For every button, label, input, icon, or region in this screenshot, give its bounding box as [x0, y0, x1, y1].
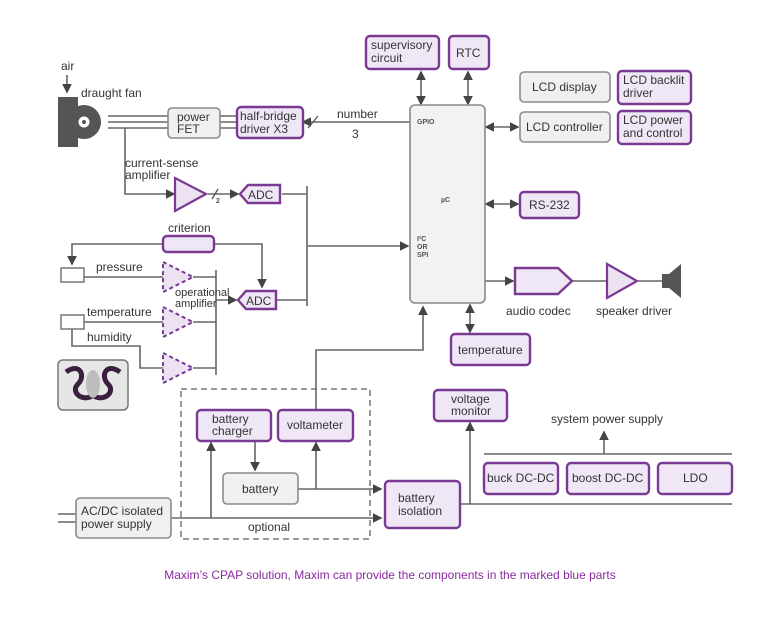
- opamp-humidity[interactable]: [162, 351, 196, 385]
- lcd-display-block[interactable]: LCD display: [519, 71, 611, 103]
- speaker-driver-label: speaker driver: [596, 304, 672, 318]
- uc-label: µC: [441, 197, 450, 204]
- battery-charger-block[interactable]: battery charger: [195, 408, 273, 443]
- current-sense-amplifier[interactable]: [173, 176, 209, 213]
- svg-text:temperature: temperature: [458, 343, 523, 357]
- draught-fan-label: draught fan: [81, 86, 142, 100]
- half-bridge-driver-block[interactable]: half-bridge driver X3: [235, 105, 305, 140]
- buck-dcdc-block[interactable]: buck DC-DC: [482, 461, 560, 496]
- number-value: 3: [352, 127, 359, 141]
- battery-isolation-block[interactable]: battery isolation: [383, 479, 462, 530]
- humidity-label: humidity: [87, 330, 132, 344]
- svg-text:LDO: LDO: [683, 471, 708, 485]
- opamp-temperature[interactable]: [162, 305, 196, 339]
- number-label: number: [337, 107, 378, 121]
- criterion-label: criterion: [168, 221, 211, 235]
- gpio-label: GPIO: [417, 119, 435, 126]
- adc-block-1[interactable]: ADC: [238, 183, 282, 205]
- svg-text:power supply: power supply: [81, 517, 152, 531]
- figure-caption: Maxim’s CPAP solution, Maxim can provide…: [164, 568, 616, 582]
- draught-fan-icon: [58, 97, 101, 147]
- svg-text:voltage: voltage: [451, 392, 490, 406]
- lcd-backlit-driver-block[interactable]: LCD backlit driver: [616, 69, 693, 106]
- svg-text:driver X3: driver X3: [240, 122, 288, 136]
- svg-text:power: power: [177, 110, 210, 124]
- opamp-label-1: operational: [175, 287, 229, 299]
- svg-text:circuit: circuit: [371, 51, 403, 65]
- temperature-block[interactable]: temperature: [449, 332, 532, 367]
- temp-humidity-sensor: [60, 314, 85, 330]
- rs232-block[interactable]: RS-232: [518, 190, 581, 220]
- battery-block[interactable]: battery: [222, 472, 299, 505]
- opamp-pressure[interactable]: [162, 260, 196, 294]
- svg-text:FET: FET: [177, 122, 200, 136]
- boost-dcdc-block[interactable]: boost DC-DC: [565, 461, 651, 496]
- svg-text:AC/DC isolated: AC/DC isolated: [81, 504, 163, 518]
- rtc-block[interactable]: RTC: [447, 34, 491, 71]
- svg-text:ADC: ADC: [246, 294, 272, 308]
- power-fet-block[interactable]: power FET: [167, 107, 221, 139]
- cpap-mask-image: [57, 359, 129, 411]
- lcd-controller-block[interactable]: LCD controller: [519, 111, 611, 143]
- voltage-monitor-block[interactable]: voltage monitor: [432, 388, 509, 423]
- svg-text:ADC: ADC: [248, 188, 274, 202]
- acdc-power-supply-block[interactable]: AC/DC isolated power supply: [75, 497, 172, 539]
- adc-block-2[interactable]: ADC: [236, 289, 278, 311]
- opamp-label-2: amplifier: [175, 298, 217, 310]
- svg-text:monitor: monitor: [451, 404, 491, 418]
- svg-text:and control: and control: [623, 126, 682, 140]
- i2c-label: I²C: [417, 236, 426, 243]
- svg-text:LCD backlit: LCD backlit: [623, 73, 685, 87]
- svg-text:RS-232: RS-232: [529, 198, 570, 212]
- pressure-sensor: [60, 267, 85, 283]
- temperature-sensor-label: temperature: [87, 305, 152, 319]
- microcontroller[interactable]: [409, 104, 486, 304]
- speaker-icon: [662, 264, 681, 298]
- bus-width-label: 2: [216, 198, 220, 205]
- svg-text:RTC: RTC: [456, 46, 481, 60]
- svg-text:battery: battery: [398, 491, 435, 505]
- svg-text:battery: battery: [212, 412, 249, 426]
- svg-text:isolation: isolation: [398, 504, 442, 518]
- svg-text:boost DC-DC: boost DC-DC: [572, 471, 644, 485]
- wires: [58, 70, 732, 523]
- criterion-block[interactable]: [161, 234, 216, 254]
- current-sense-label-2: amplifier: [125, 168, 170, 182]
- ldo-block[interactable]: LDO: [656, 461, 734, 496]
- svg-text:LCD display: LCD display: [532, 80, 597, 94]
- speaker-driver-amplifier[interactable]: [605, 262, 640, 300]
- svg-text:LCD power: LCD power: [623, 113, 683, 127]
- air-label: air: [61, 59, 74, 73]
- audio-codec-label: audio codec: [506, 304, 571, 318]
- svg-text:supervisory: supervisory: [371, 38, 432, 52]
- lcd-power-control-block[interactable]: LCD power and control: [616, 109, 693, 146]
- svg-text:voltameter: voltameter: [287, 418, 343, 432]
- svg-text:charger: charger: [212, 424, 253, 438]
- system-power-supply-label: system power supply: [551, 412, 663, 426]
- current-sense-label-1: current-sense: [125, 156, 199, 170]
- optional-region: [180, 388, 371, 540]
- spi-label: SPI: [417, 252, 428, 259]
- svg-text:battery: battery: [242, 482, 279, 496]
- optional-label: optional: [248, 520, 290, 534]
- voltameter-block[interactable]: voltameter: [276, 408, 355, 443]
- svg-text:driver: driver: [623, 86, 653, 100]
- svg-text:LCD controller: LCD controller: [526, 120, 603, 134]
- or-label: OR: [417, 244, 428, 251]
- supervisory-circuit-block[interactable]: supervisory circuit: [364, 34, 441, 71]
- pressure-label: pressure: [96, 260, 143, 274]
- svg-text:half-bridge: half-bridge: [240, 109, 297, 123]
- svg-text:buck DC-DC: buck DC-DC: [487, 471, 555, 485]
- audio-codec-block[interactable]: [513, 266, 574, 296]
